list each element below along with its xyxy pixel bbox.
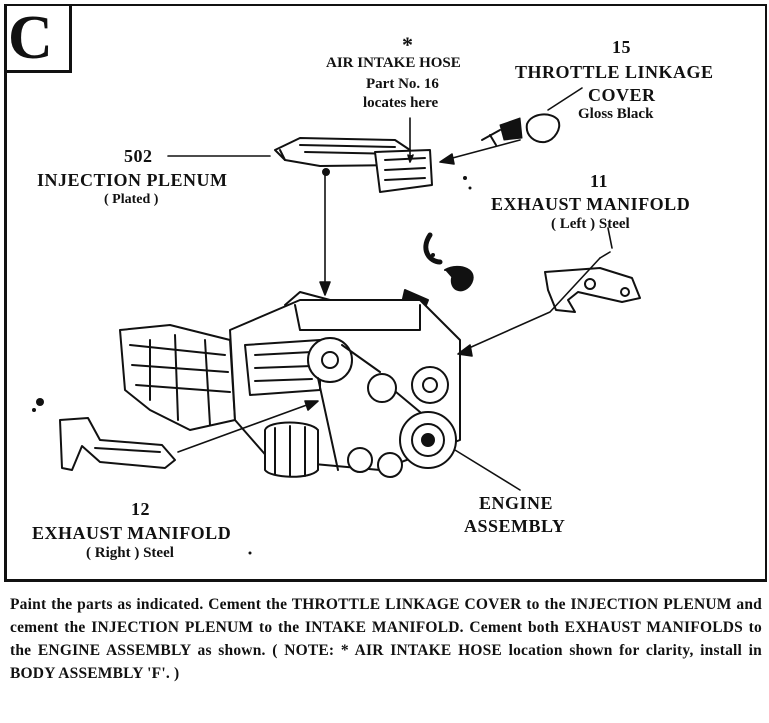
throttle-linkage-cover-part	[481, 113, 561, 146]
instruction-text: Paint the parts as indicated. Cement the…	[10, 596, 762, 682]
plenum-number: 502	[124, 146, 153, 166]
exhaust-right-finish: ( Right ) Steel	[86, 545, 174, 561]
step-box	[6, 6, 72, 73]
exhaust-left-name: EXHAUST MANIFOLD	[491, 194, 691, 214]
engine-name2: ASSEMBLY	[464, 516, 566, 536]
section-divider	[4, 579, 767, 582]
print-specks	[32, 176, 472, 555]
leader-lines	[167, 87, 613, 491]
injection-plenum-part	[274, 137, 433, 193]
right-exhaust-manifold-part	[59, 417, 176, 471]
throttle-cover-name2: COVER	[588, 85, 656, 105]
exhaust-right-name: EXHAUST MANIFOLD	[32, 523, 232, 543]
diagram-frame	[4, 4, 767, 582]
exhaust-left-number: 11	[590, 171, 609, 191]
engine-name: ENGINE	[479, 493, 554, 513]
throttle-cover-name: THROTTLE LINKAGE	[515, 62, 714, 82]
air-hose-part-no: Part No. 16	[366, 76, 439, 92]
plenum-finish: ( Plated )	[104, 192, 159, 207]
left-exhaust-manifold-part	[544, 267, 641, 313]
air-hose-name: AIR INTAKE HOSE	[326, 55, 461, 71]
air-hose-locates: locates here	[363, 95, 439, 111]
exhaust-right-number: 12	[131, 499, 150, 519]
exhaust-left-finish: ( Left ) Steel	[551, 216, 630, 232]
engine-assembly-part	[119, 291, 461, 478]
assembly-diagram	[32, 87, 641, 555]
plenum-name: INJECTION PLENUM	[37, 170, 228, 190]
throttle-cover-number: 15	[612, 37, 631, 57]
throttle-cover-finish: Gloss Black	[578, 106, 654, 122]
step-letter: C	[8, 4, 53, 72]
air-hose-marker: *	[402, 32, 414, 57]
